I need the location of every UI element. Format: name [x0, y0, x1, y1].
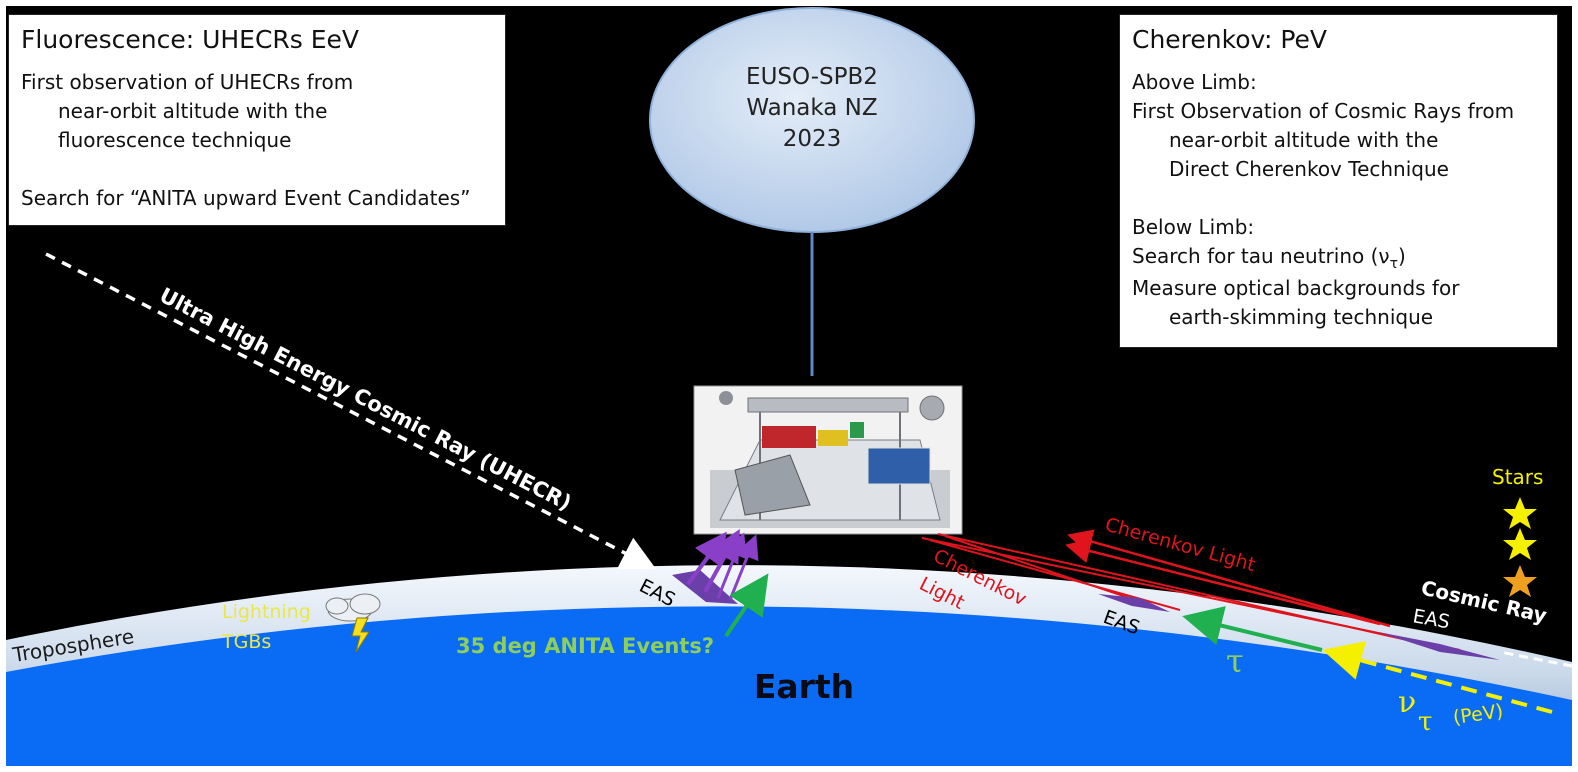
balloon-line2: Wanaka NZ [746, 95, 877, 121]
earth-surface [6, 606, 1572, 766]
above-limb-line: Direct Cherenkov Technique [1169, 157, 1449, 181]
tau-neutrino-close: ) [1398, 244, 1406, 268]
fluorescence-line: fluorescence technique [58, 128, 292, 152]
cherenkov-title: Cherenkov: PeV [1132, 25, 1327, 54]
spacer [1132, 184, 1545, 213]
eas-left-shower [672, 570, 738, 604]
anita-label: 35 deg ANITA Events? [456, 634, 714, 658]
nu-sub-label: τ [1418, 707, 1432, 737]
fluorescence-line: First observation of UHECRs from [21, 70, 354, 94]
tau-neutrino-subscript: τ [1389, 256, 1399, 272]
cherenkov-arrow [1065, 538, 1381, 626]
fluorescence-title: Fluorescence: UHECRs EeV [21, 25, 360, 54]
below-limb-label: Below Limb: [1132, 215, 1255, 239]
fluorescence-info-box: Fluorescence: UHECRs EeV First observati… [8, 14, 506, 226]
above-limb-line: near-orbit altitude with the [1169, 128, 1439, 152]
below-limb-line: earth-skimming technique [1169, 305, 1434, 329]
cloud-icon [325, 593, 381, 622]
cherenkov-ray [937, 533, 1461, 653]
uhecr-arrow [45, 252, 657, 570]
cosmic-ray-arrow [1499, 650, 1573, 668]
eas-right-shower [1378, 632, 1500, 660]
anita-search-line: Search for “ANITA upward Event Candidate… [21, 186, 471, 210]
earth-label: Earth [754, 667, 854, 706]
star-icon [1503, 497, 1537, 529]
balloon-line3: 2023 [783, 126, 842, 152]
cherenkov-ray [944, 535, 1151, 606]
lightning-bolt-icon [351, 617, 370, 653]
tgbs-label: TGBs [221, 631, 271, 653]
above-limb-line: First Observation of Cosmic Rays from [1132, 99, 1515, 123]
below-limb-line: Measure optical backgrounds for [1132, 276, 1460, 300]
spacer [21, 155, 493, 184]
star-icon [1503, 528, 1537, 560]
stars-label: Stars [1492, 465, 1543, 489]
fluorescence-line: near-orbit altitude with the [58, 99, 328, 123]
payload-image [693, 385, 963, 535]
neutrino-arrow [1322, 641, 1553, 714]
tau-neutrino-line: Search for tau neutrino (ντ) [1132, 242, 1545, 274]
lightning-label: Lightning [222, 601, 311, 623]
nu-label: ν [1398, 685, 1416, 720]
balloon-line1: EUSO-SPB2 [746, 64, 878, 90]
eas-mid-shower [1098, 594, 1170, 612]
tau-neutrino-text: Search for tau neutrino (ν [1132, 244, 1390, 268]
star-icon [1503, 565, 1537, 597]
tau-label: τ [1226, 642, 1244, 680]
cherenkov-info-box: Cherenkov: PeV Above Limb: First Observa… [1119, 14, 1558, 348]
tau-arrow [1182, 606, 1323, 652]
anita-arrow [724, 573, 769, 638]
above-limb-label: Above Limb: [1132, 70, 1257, 94]
cherenkov-arrow [1067, 529, 1391, 628]
